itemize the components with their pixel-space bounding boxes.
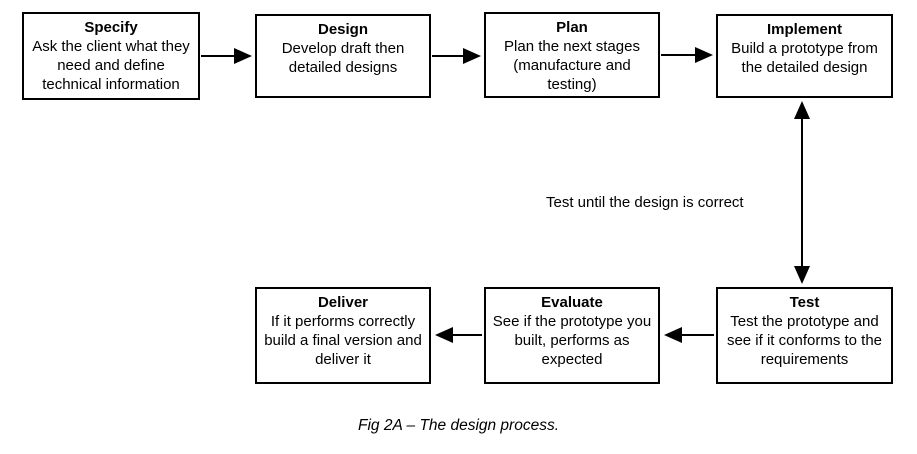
box-title-deliver: Deliver [317,294,369,311]
box-description-evaluate: See if the prototype you built, performs… [492,313,652,368]
box-description-deliver: If it performs correctly build a final v… [264,313,422,368]
process-box-deliver: Deliver If it performs correctly build a… [255,287,431,384]
process-box-specify: Specify Ask the client what they need an… [22,12,200,100]
box-title-design: Design [317,21,368,38]
box-title-implement: Implement [766,21,842,38]
process-box-design: Design Develop draft then detailed desig… [255,14,431,98]
process-box-evaluate: Evaluate See if the prototype you built,… [484,287,660,384]
box-description-test: Test the prototype and see if it conform… [726,313,883,368]
figure-caption: Fig 2A – The design process. [357,417,560,434]
box-description-specify: Ask the client what they need and define… [32,38,190,93]
box-title-test: Test [789,294,820,311]
box-description-design: Develop draft then detailed designs [281,40,405,76]
box-title-plan: Plan [556,19,588,36]
feedback-loop-label: Test until the design is correct [546,194,744,211]
box-description-plan: Plan the next stages (manufacture and te… [504,38,640,93]
box-description-implement: Build a prototype from the detailed desi… [731,40,878,76]
process-box-plan: Plan Plan the next stages (manufacture a… [484,12,660,98]
process-box-test: Test Test the prototype and see if it co… [716,287,893,384]
box-title-specify: Specify [84,19,138,36]
process-box-implement: Implement Build a prototype from the det… [716,14,893,98]
box-title-evaluate: Evaluate [541,294,603,311]
